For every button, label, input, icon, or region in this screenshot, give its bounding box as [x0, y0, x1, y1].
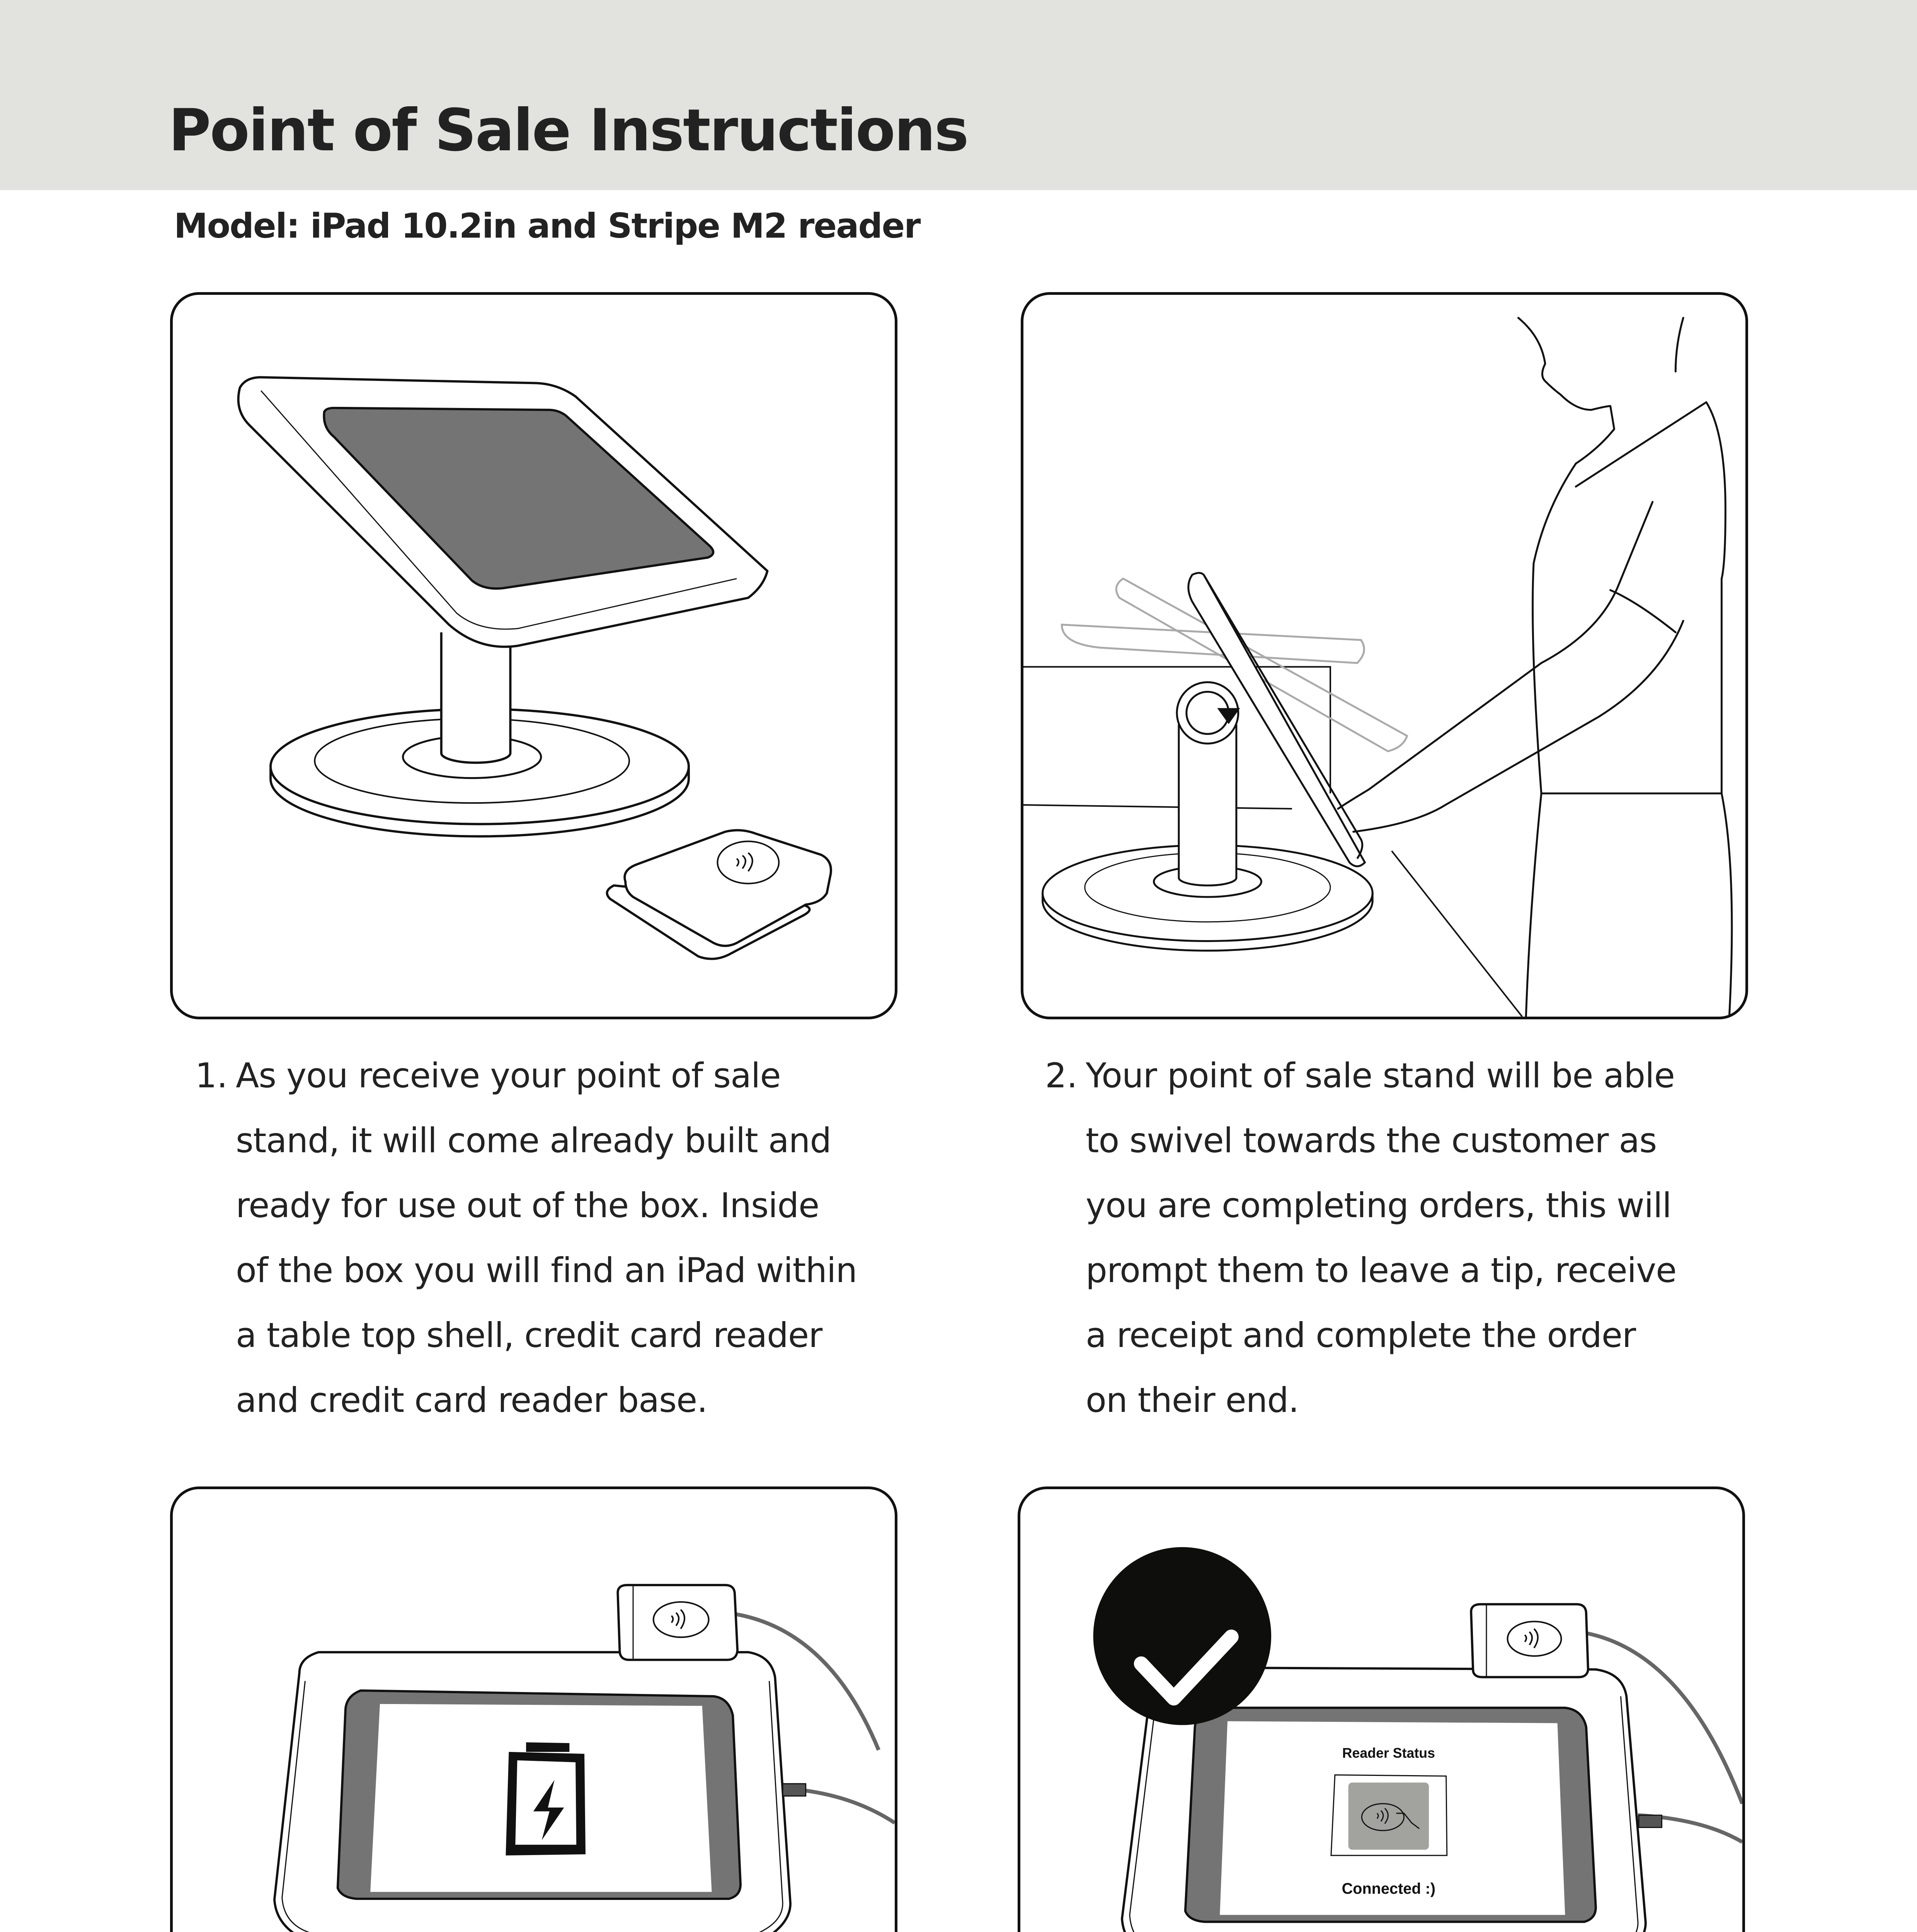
illustration-panel-step-2	[1021, 292, 1748, 1019]
step-line: you are completing orders, this will	[1086, 1185, 1672, 1225]
contactless-icon	[1361, 1803, 1405, 1831]
step-number: 1.	[195, 1056, 228, 1095]
step-line: of the box you will find an iPad within	[236, 1250, 857, 1290]
contactless-icon	[1507, 1621, 1562, 1657]
step-line: Your point of sale stand will be able	[1086, 1056, 1675, 1095]
card-reader-icon	[606, 829, 832, 960]
step-line: As you receive your point of sale	[236, 1056, 781, 1095]
step-description: As you receive your point of sale stand,…	[236, 1043, 857, 1433]
illustration-panel-step-4: Reader Status Connected :)	[1018, 1486, 1745, 1932]
illustration-panel-step-1	[170, 292, 897, 1019]
header-band	[0, 0, 1917, 190]
step-line: a table top shell, credit card reader	[236, 1315, 822, 1355]
model-subtitle: Model: iPad 10.2in and Stripe M2 reader	[174, 206, 921, 246]
step-line: on their end.	[1086, 1380, 1299, 1420]
person-icon	[1337, 317, 1733, 1017]
step-number: 2.	[1045, 1056, 1078, 1095]
battery-charging-icon	[506, 1742, 586, 1855]
step-description: Your point of sale stand will be able to…	[1086, 1043, 1677, 1433]
card-reader-icon	[1470, 1603, 1589, 1679]
step-line: stand, it will come already built and	[236, 1121, 831, 1160]
ipad-stand-icon: Reader Status Connected :)	[1093, 1547, 1742, 1932]
step-line: and credit card reader base.	[236, 1380, 708, 1420]
step-line: ready for use out of the box. Inside	[236, 1185, 819, 1225]
contactless-icon	[652, 1601, 710, 1638]
illustration-panel-step-3	[170, 1486, 897, 1932]
page-title: Point of Sale Instructions	[169, 97, 969, 164]
step-line: a receipt and complete the order	[1086, 1315, 1636, 1355]
reader-status-title: Reader Status	[1342, 1745, 1435, 1761]
step-line: to swivel towards the customer as	[1086, 1121, 1657, 1160]
step-line: prompt them to leave a tip, receive	[1086, 1250, 1677, 1290]
checkmark-icon	[1093, 1547, 1272, 1725]
swivel-stand-icon	[1023, 317, 1733, 1017]
ipad-stand-icon	[237, 376, 832, 960]
ipad-stand-icon	[273, 1584, 895, 1932]
connection-status: Connected :)	[1342, 1880, 1436, 1897]
card-reader-icon	[616, 1584, 739, 1661]
